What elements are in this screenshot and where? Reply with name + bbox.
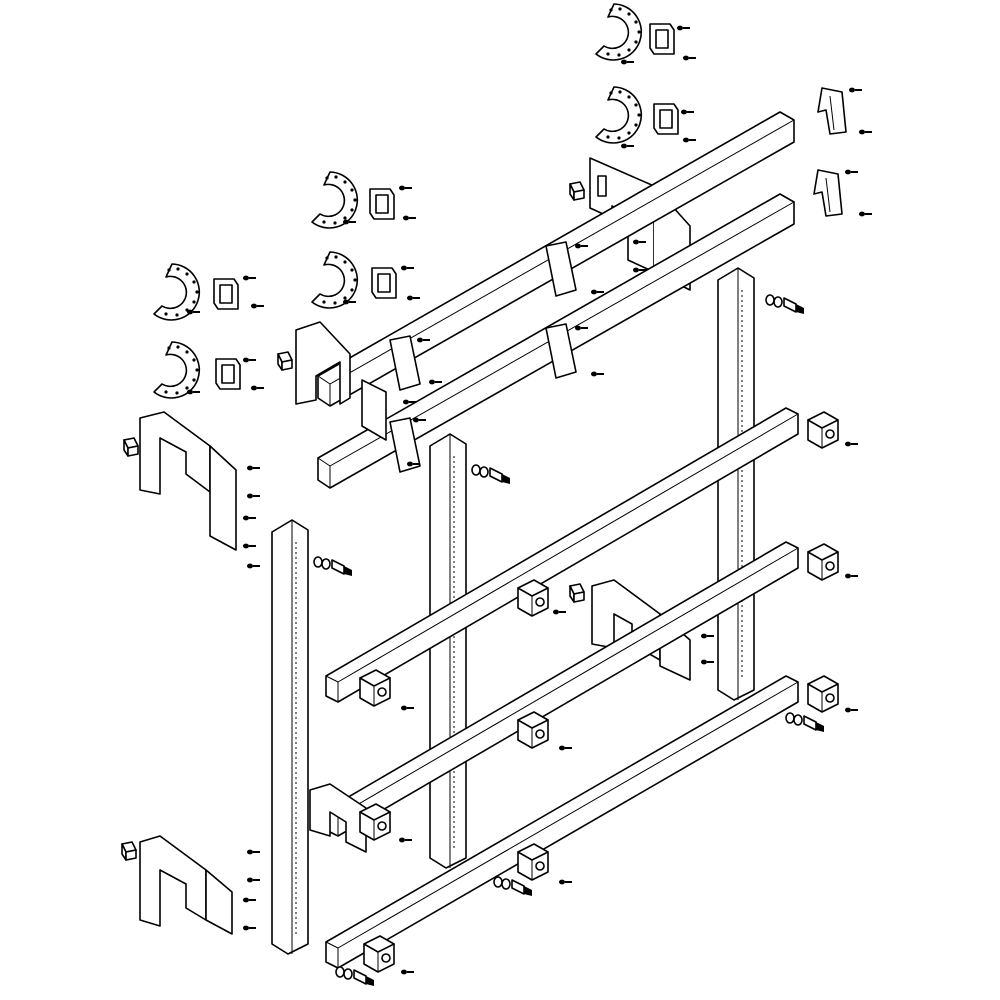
- square-nut: [277, 351, 293, 371]
- screw: [680, 108, 695, 116]
- screw: [620, 142, 635, 150]
- screw: [400, 704, 415, 712]
- rail-mounting-bracket: [277, 321, 387, 441]
- rotary-flange: [153, 341, 201, 399]
- bolt-washer-set: [313, 556, 353, 577]
- screw: [700, 632, 715, 640]
- screw: [246, 464, 261, 472]
- upright-front-left: [271, 519, 309, 955]
- busbar-support-top: [325, 407, 799, 703]
- clip-block: [649, 23, 675, 55]
- rotary-flange: [311, 171, 359, 229]
- screw: [676, 24, 691, 32]
- screw: [590, 288, 605, 296]
- rail-clips: [389, 238, 647, 473]
- screw: [246, 848, 261, 856]
- rotary-flange: [595, 3, 643, 61]
- screw: [250, 384, 265, 392]
- screw: [858, 210, 873, 218]
- screw: [242, 542, 257, 550]
- screw: [246, 876, 261, 884]
- support-clamp: [517, 579, 549, 617]
- screw: [402, 214, 417, 222]
- small-clip: [813, 169, 843, 217]
- bolt-washer-set: [785, 712, 825, 733]
- bolt-washer-set: [471, 464, 511, 485]
- side-bracket-upper: [123, 411, 261, 570]
- side-bracket-lower: [121, 835, 261, 935]
- support-clamp: [363, 935, 395, 973]
- screw: [552, 608, 567, 616]
- busbar-support-bottom: [325, 675, 799, 969]
- support-clamp: [807, 411, 839, 449]
- support-clamp: [517, 843, 549, 881]
- screw: [398, 184, 413, 192]
- screw: [242, 896, 257, 904]
- screw: [844, 706, 859, 714]
- screw: [558, 744, 573, 752]
- screw: [844, 572, 859, 580]
- clip-block: [371, 267, 397, 299]
- clip-block: [369, 188, 395, 220]
- support-clamp: [359, 803, 391, 841]
- square-nut: [569, 181, 585, 201]
- support-clamp: [807, 675, 839, 713]
- screw: [242, 924, 257, 932]
- screw: [428, 378, 443, 386]
- square-nut: [121, 841, 137, 861]
- screw: [844, 168, 859, 176]
- clip-block: [215, 358, 241, 390]
- screw: [400, 968, 415, 976]
- screw: [590, 370, 605, 378]
- bolt-washer-set: [765, 294, 805, 315]
- support-clamp: [807, 543, 839, 581]
- support-clamp: [359, 669, 391, 707]
- screw: [246, 562, 261, 570]
- screw: [242, 274, 257, 282]
- screw: [700, 658, 715, 666]
- upright-rear-right: [717, 267, 755, 701]
- square-nut: [569, 583, 585, 603]
- bolt-washer-set: [493, 876, 533, 897]
- screw: [250, 302, 265, 310]
- screw: [242, 514, 257, 522]
- rotary-flange: [311, 251, 359, 309]
- small-clip: [817, 87, 847, 135]
- screw: [858, 128, 873, 136]
- square-nut: [123, 437, 139, 457]
- flange-group: [153, 3, 873, 399]
- screw: [398, 836, 413, 844]
- screw: [844, 440, 859, 448]
- screw: [558, 878, 573, 886]
- screw: [620, 58, 635, 66]
- screw: [246, 492, 261, 500]
- screw: [186, 388, 201, 396]
- support-clamp: [517, 711, 549, 749]
- clip-block: [213, 278, 239, 310]
- screw: [682, 136, 697, 144]
- screw: [242, 356, 257, 364]
- screw: [406, 294, 421, 302]
- bolt-washer-set: [335, 966, 375, 987]
- clip-block: [653, 103, 679, 135]
- screw: [848, 86, 863, 94]
- upright-rear-left: [429, 433, 467, 869]
- rear-lower-bracket: [309, 783, 367, 853]
- screw: [682, 54, 697, 62]
- rotary-flange: [595, 86, 643, 144]
- screw: [400, 264, 415, 272]
